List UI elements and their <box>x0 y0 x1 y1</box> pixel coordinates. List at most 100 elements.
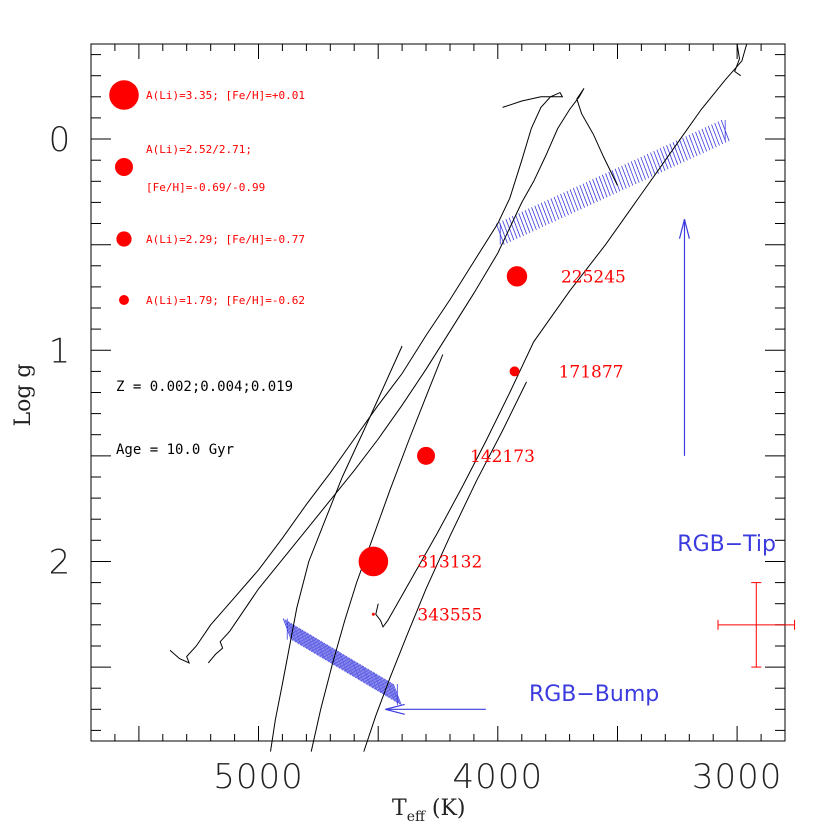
note-text: Age = 10.0 Gyr <box>116 442 234 458</box>
band-hatch <box>353 660 363 682</box>
band-hatch <box>289 622 298 644</box>
star-225245 <box>506 266 528 287</box>
band-hatch <box>320 640 330 663</box>
band-hatch <box>698 130 708 152</box>
band-hatch <box>685 136 695 158</box>
rgb-tip-band <box>495 119 730 245</box>
legend: A(Li)=3.35; [Fe/H]=+0.01A(Li)=2.52/2.71;… <box>109 80 305 307</box>
band-hatch <box>611 170 621 192</box>
band-hatch <box>650 152 659 174</box>
band-hatch <box>601 174 611 197</box>
band-hatch <box>356 662 366 684</box>
band-hatch <box>319 639 328 662</box>
band-hatch <box>325 643 335 666</box>
band-hatch <box>701 128 711 151</box>
band-hatch <box>592 179 601 201</box>
band-hatch <box>566 190 576 213</box>
band-hatch <box>531 207 540 229</box>
band-hatch <box>345 655 355 678</box>
isochrone-z0019 <box>375 43 748 628</box>
band-hatch <box>314 637 324 659</box>
band-hatch <box>355 661 364 683</box>
band-hatch <box>585 181 595 204</box>
band-hatch <box>634 159 643 182</box>
band-hatch <box>637 158 646 180</box>
band-hatch <box>553 196 563 219</box>
band-hatch <box>653 150 663 173</box>
band-hatch <box>579 184 589 207</box>
band-hatch <box>385 679 394 701</box>
band-hatch <box>309 634 319 656</box>
band-hatch <box>337 651 347 673</box>
band-hatch <box>528 208 537 231</box>
band-hatch <box>621 165 630 188</box>
star-label-313132: 313132 <box>417 552 482 572</box>
band-hatch <box>350 658 360 680</box>
band-hatch <box>695 131 704 154</box>
band-hatch <box>317 638 327 661</box>
band-hatch <box>315 637 325 660</box>
band-hatch <box>359 664 369 686</box>
band-hatch <box>582 183 592 205</box>
band-hatch <box>339 652 349 674</box>
legend-marker <box>109 80 139 110</box>
band-hatch <box>679 139 688 161</box>
band-hatch <box>301 629 311 651</box>
y-axis-label: Log g <box>11 363 36 426</box>
band-hatch <box>369 669 379 692</box>
band-hatch <box>550 198 560 220</box>
band-hatch <box>297 626 306 649</box>
band-hatch <box>383 678 393 700</box>
band-hatch <box>293 624 303 647</box>
band-hatch <box>630 161 640 183</box>
band-hatch <box>508 217 518 239</box>
band-hatch <box>380 676 390 698</box>
rgb-bump-band <box>282 618 402 706</box>
arrows-layer <box>385 219 690 715</box>
legend-label: A(Li)=2.29; [Fe/H]=-0.77 <box>146 233 305 246</box>
star-343555 <box>371 612 375 616</box>
legend-marker <box>116 231 132 247</box>
band-hatch <box>348 657 358 680</box>
band-hatch <box>375 673 385 695</box>
band-hatch <box>344 654 353 677</box>
band-hatch <box>499 221 508 244</box>
band-hatch <box>675 140 685 163</box>
band-hatch <box>682 137 691 160</box>
band-hatch <box>714 122 724 145</box>
band-hatch <box>364 666 374 689</box>
legend-marker <box>115 158 133 176</box>
band-hatch <box>358 663 368 685</box>
band-hatch <box>518 213 528 235</box>
legend-marker <box>119 295 129 305</box>
band-hatch <box>595 177 605 199</box>
band-hatch <box>342 653 352 676</box>
tip-arrow <box>678 219 690 456</box>
band-hatch <box>295 625 305 648</box>
y-tick-label: 1 <box>49 331 72 371</box>
band-hatch <box>328 645 338 667</box>
isochrone-tracks <box>169 43 748 752</box>
band-hatch <box>563 192 573 214</box>
band-hatch <box>303 630 313 652</box>
isochrone-z0002 <box>169 91 564 664</box>
star-label-142173: 142173 <box>470 447 535 467</box>
band-hatch <box>711 124 720 146</box>
bands-layer <box>282 119 730 706</box>
rgb-lower-z0002 <box>270 345 403 752</box>
band-hatch <box>378 675 388 697</box>
band-hatch <box>627 162 637 185</box>
band-hatch <box>372 671 382 694</box>
band-hatch <box>334 649 344 671</box>
band-hatch <box>363 666 372 688</box>
legend-label: A(Li)=3.35; [Fe/H]=+0.01 <box>146 89 305 102</box>
band-hatch <box>656 149 666 171</box>
band-hatch <box>572 187 582 210</box>
annotation-label: RGB−Tip <box>677 532 776 557</box>
axis-ticks <box>91 44 786 741</box>
band-hatch <box>672 142 682 164</box>
